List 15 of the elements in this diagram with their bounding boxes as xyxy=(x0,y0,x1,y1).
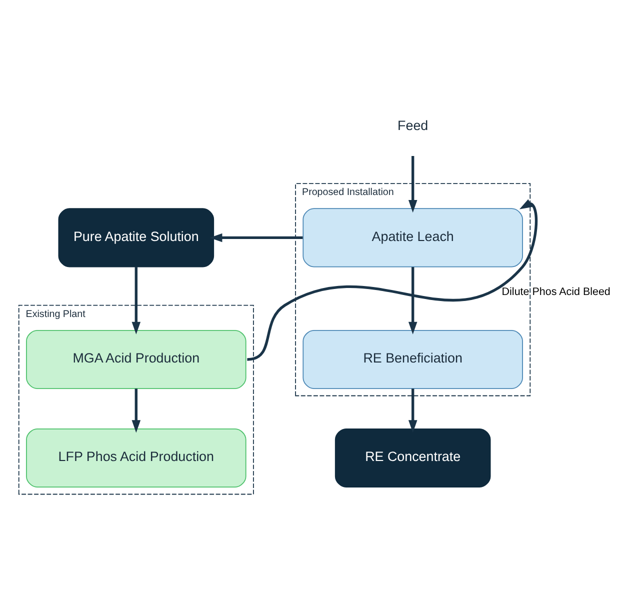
node-box: Apatite Leach xyxy=(302,208,523,267)
node-box: RE Concentrate xyxy=(334,428,491,488)
node-text: Feed xyxy=(398,117,428,132)
node-box: LFP Phos Acid Production xyxy=(26,428,246,488)
arrow xyxy=(132,266,141,334)
node-box: RE Beneficiation xyxy=(302,329,523,389)
arrow xyxy=(247,198,538,360)
node-box: Pure Apatite Solution xyxy=(58,208,214,267)
node-box: MGA Acid Production xyxy=(26,329,246,389)
edge-label: Dilute Phos Acid Bleed xyxy=(502,286,610,298)
arrow xyxy=(408,266,418,334)
arrow xyxy=(408,156,418,212)
arrow xyxy=(132,388,141,432)
arrow xyxy=(210,232,303,242)
arrow xyxy=(408,388,418,432)
